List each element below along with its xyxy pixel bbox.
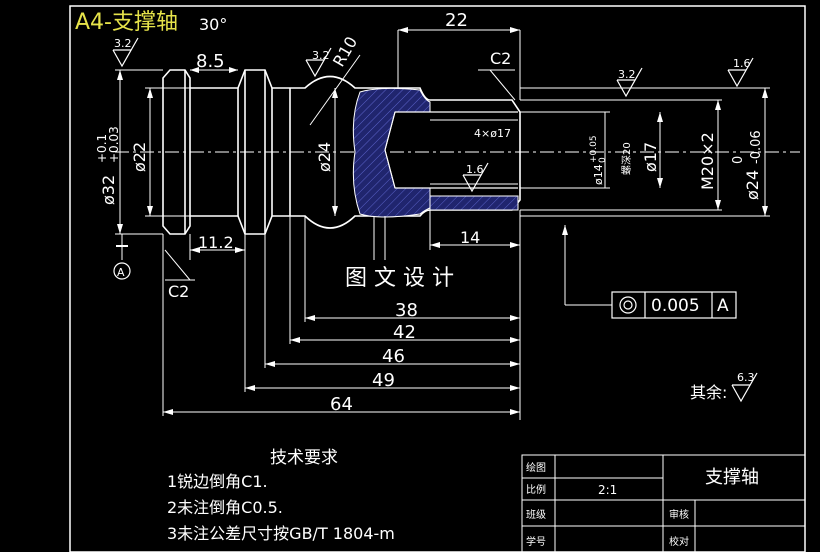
depth-note: 螺深20 <box>621 142 633 175</box>
label-scale: 比例 <box>526 483 546 496</box>
datum-letter: A <box>117 266 125 279</box>
dim-m20: M20×2 <box>698 132 717 190</box>
label-drawn: 绘图 <box>526 461 546 474</box>
dim-14: 14 <box>460 228 480 247</box>
dimension-texts: 22 8.5 11.2 14 38 42 46 49 64 C2 C2 R10 … <box>95 10 764 415</box>
tech-heading: 技术要求 <box>270 448 338 468</box>
dim-phi24-tol-lower: -0.06 <box>749 130 764 164</box>
roughness-value-4: 1.6 <box>733 57 751 70</box>
dim-phi24-tol-upper: 0 <box>731 156 746 164</box>
dim-46: 46 <box>382 346 405 367</box>
tech-item-2: 2未注倒角C0.5. <box>167 498 283 517</box>
roughness-value-1: 3.2 <box>114 37 132 50</box>
roughness-value-3: 3.2 <box>618 68 636 81</box>
dim-4-holes: 4×ø17 <box>474 127 511 140</box>
part-name: 支撑轴 <box>705 467 759 488</box>
dimension-lines <box>115 29 770 420</box>
section-hatch <box>352 87 519 218</box>
dim-phi14-tol-upper: +0.05 <box>589 135 599 163</box>
chamfer-angle-label: 30° <box>199 15 227 34</box>
dim-c2-bottom: C2 <box>168 282 189 301</box>
roughness-values: 3.2 3.2 3.2 1.6 1.6 6.3 其余: <box>114 37 755 402</box>
roughness-symbols <box>112 37 758 403</box>
shaft-outline <box>162 69 521 235</box>
label-check: 校对 <box>669 535 689 548</box>
dim-phi32-tol-lower: +0.03 <box>107 126 121 163</box>
watermark: 图 文 设 计 <box>345 266 454 291</box>
gdt-frame: 0.005 A <box>611 291 737 319</box>
gdt-value: 0.005 <box>651 296 700 316</box>
label-review: 审核 <box>669 508 689 521</box>
dim-11-2: 11.2 <box>198 233 234 252</box>
dim-64: 64 <box>330 394 353 415</box>
dim-phi14-tol-lower: 0 <box>598 157 608 163</box>
dim-phi24-right: ø24 <box>743 170 762 200</box>
dim-phi32: ø32 <box>99 175 118 205</box>
dim-phi32-tol-upper: +0.1 <box>95 134 109 163</box>
title-block <box>521 454 806 552</box>
tech-item-3: 3未注公差尺寸按GB/T 1804-m <box>167 524 395 543</box>
datum-a-symbol: A <box>113 245 131 280</box>
gdt-datum: A <box>717 296 729 316</box>
concentricity-icon <box>619 296 637 314</box>
dim-8-5: 8.5 <box>196 51 225 72</box>
rest-label: 其余: <box>690 383 727 402</box>
scale-value: 2:1 <box>598 483 617 497</box>
label-student-no: 学号 <box>526 535 546 548</box>
roughness-value-rest: 6.3 <box>737 371 755 384</box>
tech-requirements: 技术要求 1锐边倒角C1. 2未注倒角C0.5. 3未注公差尺寸按GB/T 18… <box>167 448 395 543</box>
dim-49: 49 <box>372 370 395 391</box>
dim-38: 38 <box>395 300 418 321</box>
tech-item-1: 1锐边倒角C1. <box>167 472 268 491</box>
dim-phi22: ø22 <box>130 142 149 172</box>
title-block-text: 绘图 比例 班级 学号 2:1 审核 校对 支撑轴 <box>526 461 759 548</box>
label-class: 班级 <box>526 509 546 521</box>
roughness-value-5: 1.6 <box>466 163 484 176</box>
dim-42: 42 <box>393 322 416 343</box>
dim-c2-top: C2 <box>490 49 511 68</box>
drawing-title: A4-支撑轴 <box>75 10 178 35</box>
dimension-arrows <box>117 27 768 415</box>
dim-r10: R10 <box>329 33 361 70</box>
roughness-value-2: 3.2 <box>312 49 330 62</box>
drawing-border <box>69 5 806 552</box>
dim-phi17: ø17 <box>641 142 660 172</box>
dim-phi14: ø14 <box>592 164 605 185</box>
dim-22: 22 <box>445 10 468 31</box>
dim-phi24-mid: ø24 <box>315 142 334 172</box>
